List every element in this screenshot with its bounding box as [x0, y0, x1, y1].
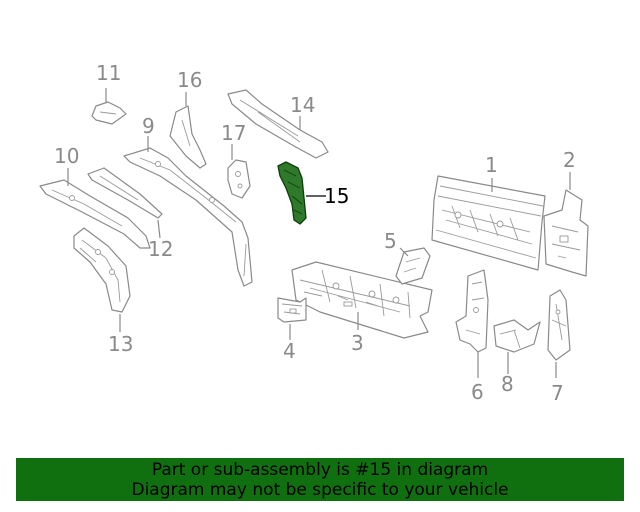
callout-16: 16	[177, 68, 202, 92]
part-6-vertical-bracket[interactable]	[455, 269, 489, 353]
part-3-floor-pan[interactable]	[291, 261, 433, 339]
callout-17: 17	[221, 121, 246, 145]
callout-3: 3	[351, 331, 364, 355]
callout-6: 6	[471, 380, 484, 404]
part-15-highlighted-pillar[interactable]	[277, 161, 307, 225]
part-2-side-bracket[interactable]	[543, 189, 589, 277]
part-11-clip[interactable]	[91, 101, 127, 125]
part-16-pillar-trim[interactable]	[169, 105, 207, 169]
part-13-wheelhouse[interactable]	[73, 227, 131, 313]
callout-4: 4	[283, 339, 296, 363]
callout-13: 13	[108, 332, 133, 356]
banner-line-disclaimer: Diagram may not be specific to your vehi…	[131, 479, 509, 500]
callout-14: 14	[290, 93, 315, 117]
callout-7: 7	[551, 381, 564, 405]
part-10-rail-section[interactable]	[39, 179, 151, 249]
part-8-support[interactable]	[493, 319, 541, 353]
callout-labels: 1 2 3 4 5 6 7 8 9 10 11 12 13 14 15 16 1…	[54, 61, 576, 405]
callout-12: 12	[148, 237, 173, 261]
callout-1: 1	[485, 153, 498, 177]
part-5-angled-bracket[interactable]	[395, 247, 431, 285]
part-17-small-plate[interactable]	[227, 159, 251, 199]
callout-5: 5	[384, 229, 397, 253]
info-banner: Part or sub-assembly is #15 in diagram D…	[16, 458, 624, 501]
banner-line-part: Part or sub-assembly is #15 in diagram	[151, 459, 489, 480]
callout-8: 8	[501, 372, 514, 396]
callout-15: 15	[324, 184, 349, 208]
parts-diagram: 1 2 3 4 5 6 7 8 9 10 11 12 13 14 15 16 1…	[39, 61, 589, 405]
callout-2: 2	[563, 148, 576, 172]
callout-10: 10	[54, 144, 79, 168]
part-9-long-rail[interactable]	[123, 147, 253, 287]
part-14-upper-rail[interactable]	[227, 89, 329, 159]
callout-9: 9	[142, 114, 155, 138]
leader-lines	[67, 88, 571, 378]
part-1-rear-panel[interactable]	[431, 175, 546, 271]
callout-11: 11	[96, 61, 121, 85]
part-7-tall-bracket[interactable]	[547, 289, 571, 361]
part-4-small-bracket[interactable]	[277, 297, 307, 323]
part-12-reinforcement[interactable]	[87, 167, 163, 219]
